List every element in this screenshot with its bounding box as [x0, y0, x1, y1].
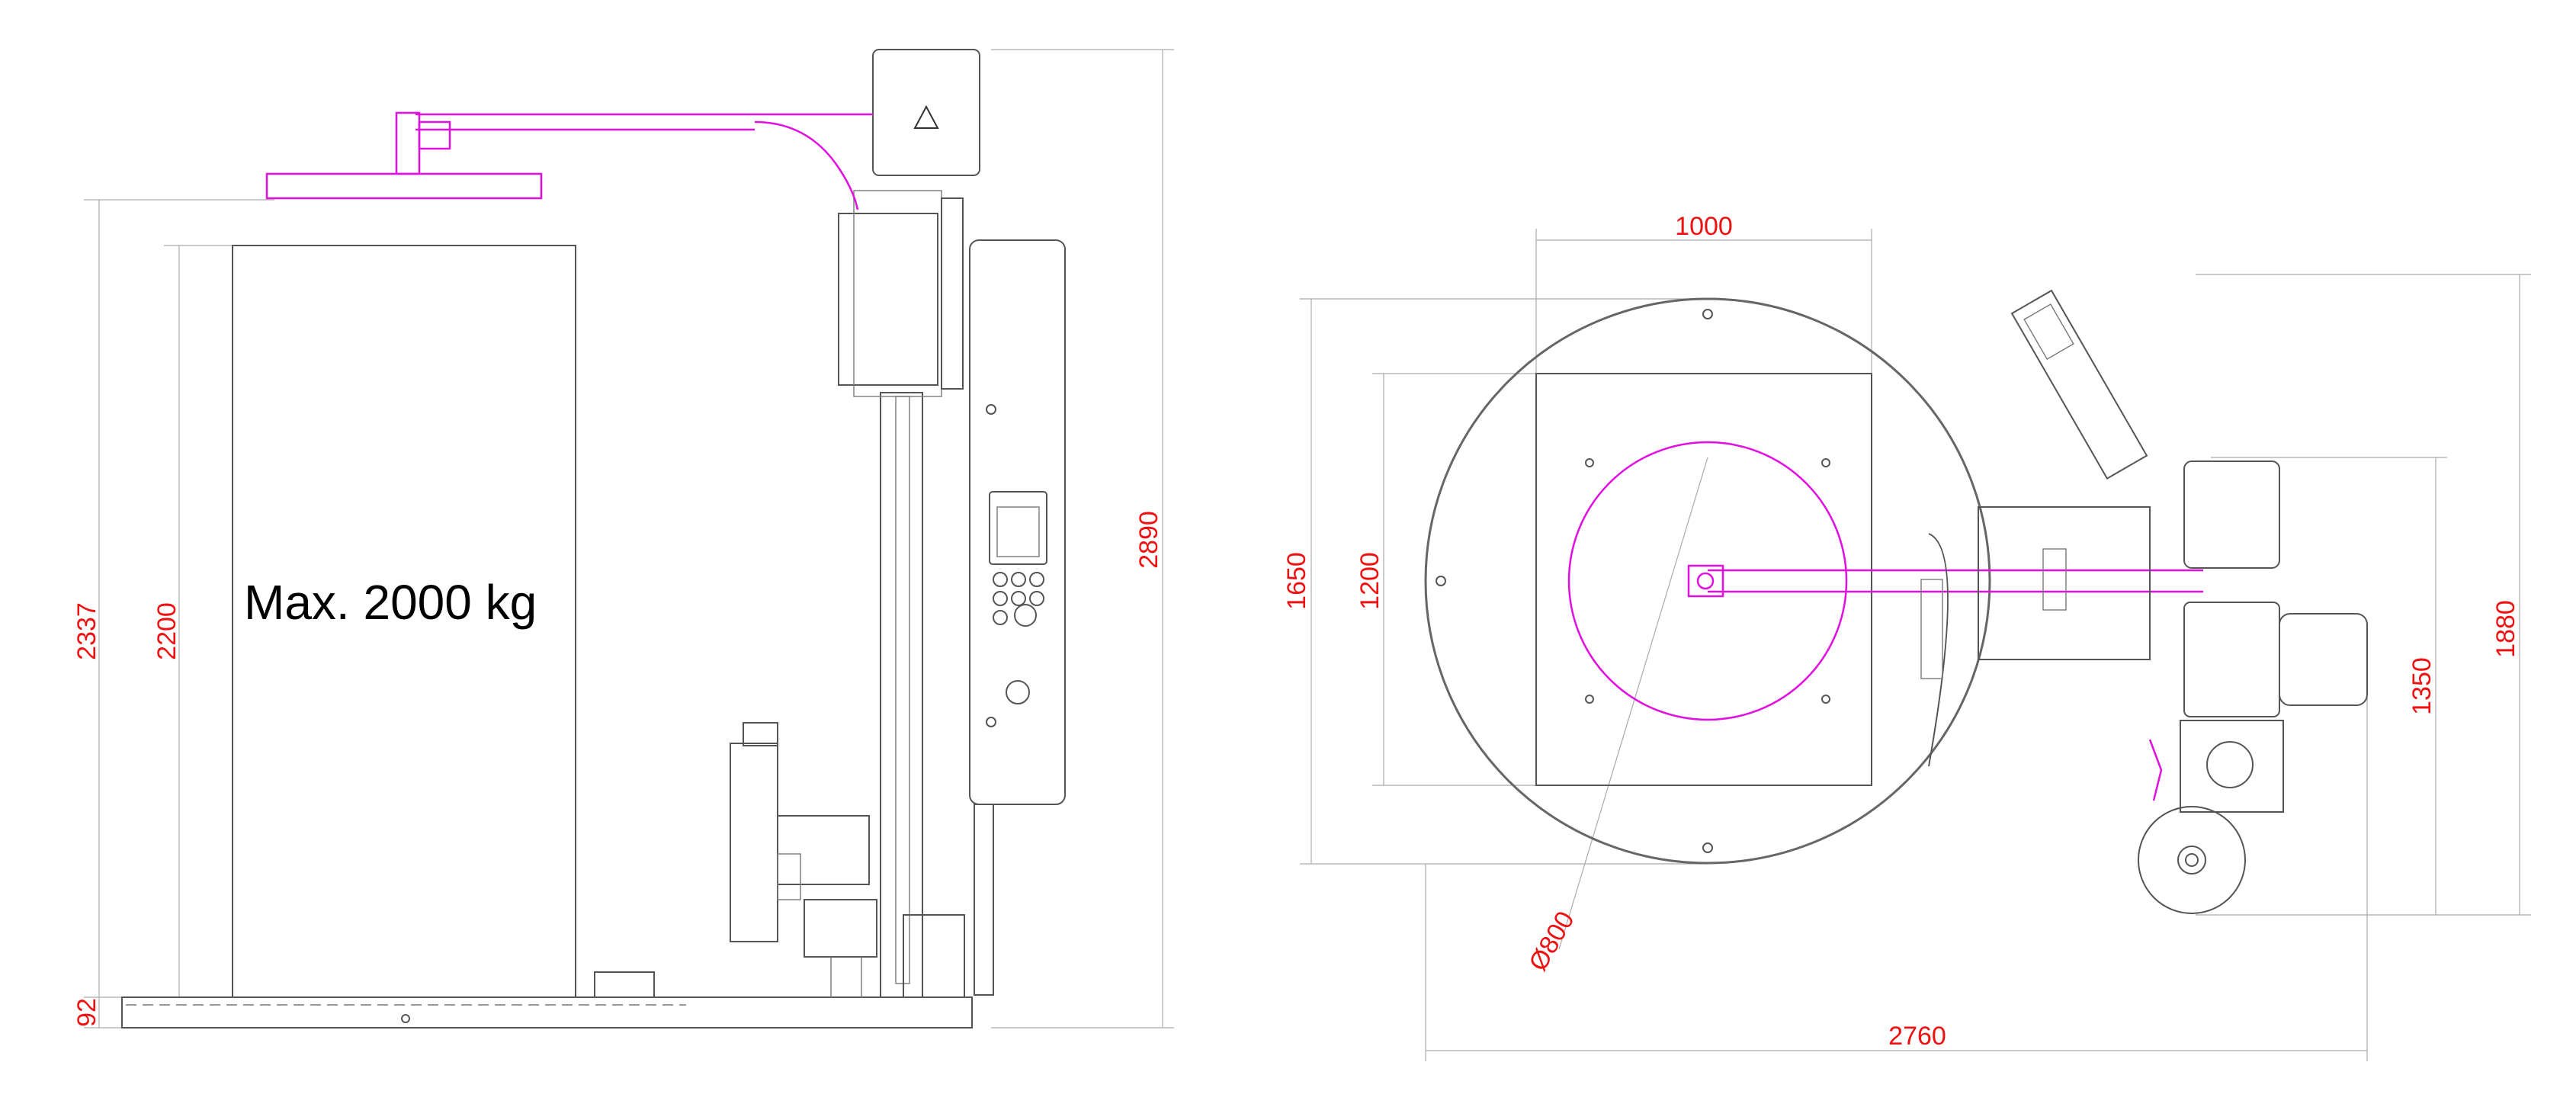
- base-platform: [121, 996, 973, 1029]
- dim-2337: 2337: [72, 602, 101, 660]
- press-arm-top: [1687, 564, 2203, 598]
- turntable: [1424, 297, 1991, 865]
- dim-line-diameter: [1558, 457, 1708, 950]
- side-view: Max. 2000 kg: [84, 49, 1174, 1029]
- control-buttons: [993, 572, 1044, 627]
- mast-column: [880, 392, 923, 998]
- control-screen: [989, 491, 1047, 565]
- film-carriage-top: [2010, 289, 2148, 480]
- load-label: Max. 2000 kg: [244, 575, 537, 630]
- platform-block: [594, 971, 655, 998]
- motor-unit: [2183, 602, 2280, 717]
- control-panel: [969, 239, 1066, 805]
- wheel: [2138, 806, 2246, 914]
- dim-1650: 1650: [1282, 552, 1311, 610]
- column-base: [2183, 461, 2280, 569]
- dim-1000: 1000: [1675, 212, 1733, 241]
- top-view: [1300, 229, 2531, 1061]
- load-footprint: [1535, 373, 1872, 786]
- warning-icon: [913, 104, 939, 129]
- film-guide: [1928, 533, 1949, 767]
- machine-body: [1978, 506, 2151, 660]
- press-arm-circle: [1567, 441, 1848, 721]
- dim-1350: 1350: [2408, 657, 2436, 715]
- film-prestretch-unit: [730, 722, 877, 997]
- dim-1880: 1880: [2491, 600, 2520, 658]
- base-bolt: [401, 1014, 410, 1023]
- dim-1200: 1200: [1355, 552, 1384, 610]
- dim-diameter-800: Ø800: [1523, 907, 1580, 976]
- top-press-arm: [265, 111, 873, 210]
- dim-92: 92: [72, 998, 101, 1027]
- turntable-holes: [1436, 309, 1830, 853]
- dim-2760: 2760: [1888, 1022, 1946, 1051]
- main-switch: [1006, 680, 1030, 704]
- top-motor-housing: [872, 49, 980, 176]
- fan-icon: [2206, 741, 2254, 788]
- film-carriage: [838, 213, 938, 386]
- dim-2200: 2200: [152, 602, 181, 660]
- dim-2890: 2890: [1134, 511, 1163, 569]
- load-box: [232, 245, 576, 998]
